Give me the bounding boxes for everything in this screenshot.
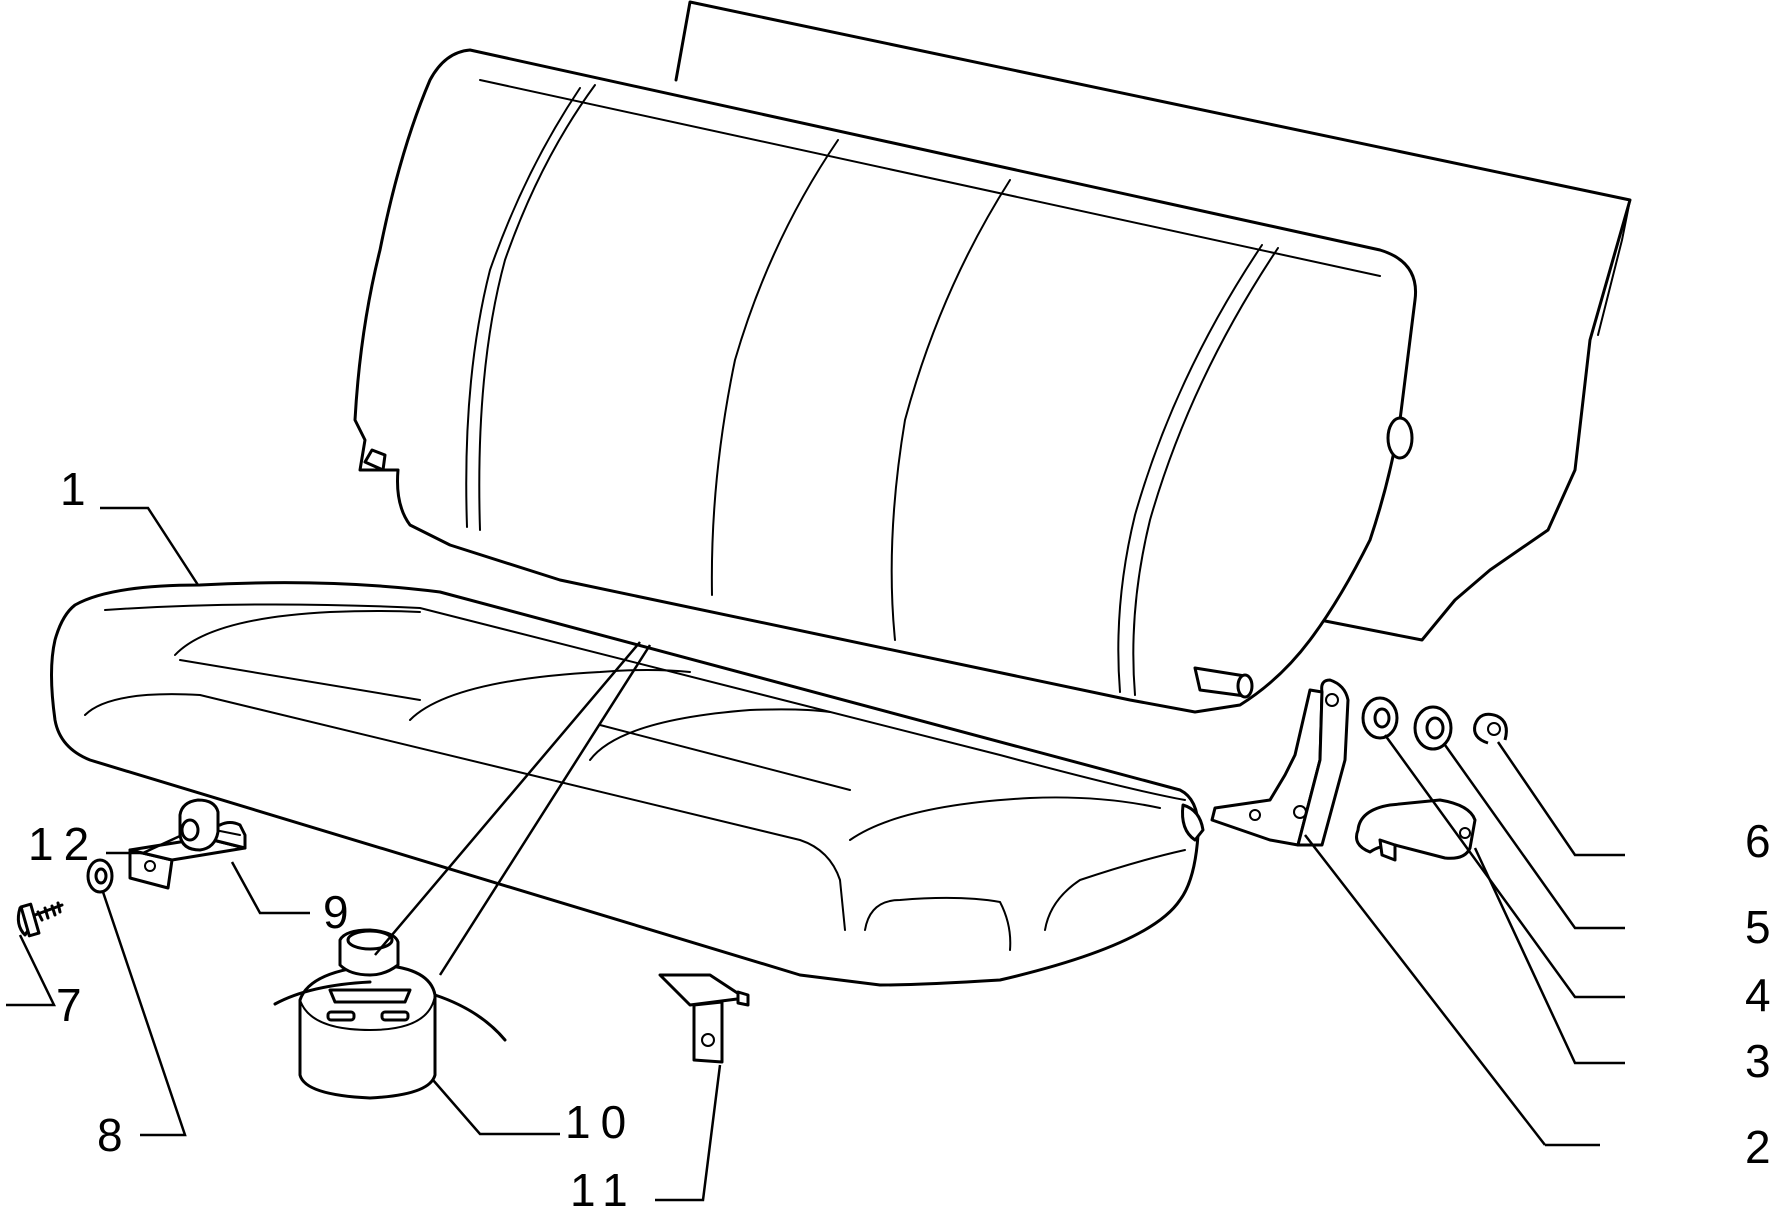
callout-2: 2 <box>1745 1121 1781 1173</box>
callout-8: 8 <box>97 1109 133 1161</box>
hinge-bracket <box>1210 678 1350 847</box>
callout-4: 4 <box>1745 969 1781 1021</box>
snap-ring-6 <box>1473 712 1508 745</box>
callout-5: 5 <box>1745 901 1781 953</box>
floor-line-right <box>433 993 507 1042</box>
backrest-rear-panel <box>674 0 1632 642</box>
callout-12: 12 <box>28 818 99 870</box>
bushing <box>178 798 220 852</box>
bump-stop <box>298 928 437 1100</box>
callout-1: 1 <box>60 463 96 515</box>
backrest-cushion <box>353 48 1418 714</box>
callout-7: 7 <box>56 979 92 1031</box>
callout-11: 11 <box>570 1164 638 1206</box>
floor-line-left <box>273 980 372 1006</box>
callout-10: 10 <box>565 1096 636 1148</box>
callout-9: 9 <box>323 886 359 938</box>
washer-8 <box>86 858 114 894</box>
washer-5 <box>1413 705 1453 751</box>
callout-6: 6 <box>1745 815 1781 867</box>
cover-cap <box>1355 798 1477 862</box>
hinge-plate-11 <box>658 973 750 1064</box>
screw <box>16 901 64 938</box>
callout-3: 3 <box>1745 1035 1781 1087</box>
washer-4 <box>1361 696 1399 740</box>
seat-cushion <box>50 581 1205 987</box>
leader-lines <box>6 506 1625 1202</box>
